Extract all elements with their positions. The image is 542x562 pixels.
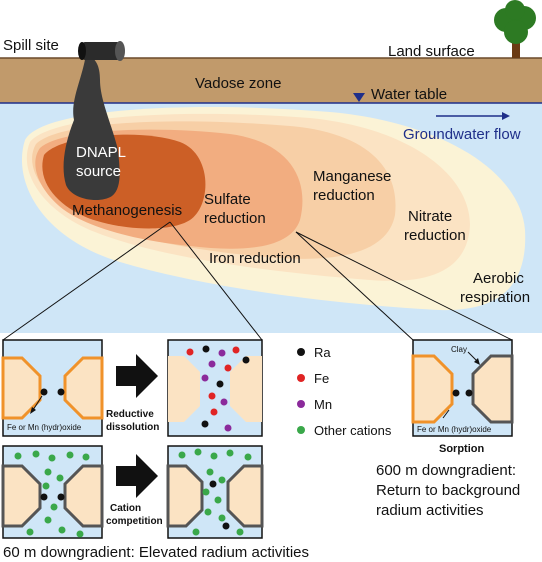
label-sulfate-line1: Sulfate — [204, 191, 251, 208]
panel-sorption — [411, 339, 514, 437]
label-reductive-line2: dissolution — [106, 422, 159, 433]
arrow-cation-icon — [116, 454, 158, 498]
water-table-marker-icon — [353, 93, 365, 102]
legend-swatch-other — [297, 426, 305, 434]
label-methanogenesis: Methanogenesis — [72, 202, 182, 219]
panel-bottom-right — [166, 445, 264, 539]
callout-lines — [2, 221, 513, 341]
caption-far-line1: 600 m downgradient: — [376, 462, 516, 479]
label-aerobic-line1: Aerobic — [473, 270, 524, 287]
label-manganese-line1: Manganese — [313, 168, 391, 185]
caption-far-line2: Return to background — [376, 482, 520, 499]
label-cation-line2: competition — [106, 516, 163, 527]
label-nitrate-line2: reduction — [404, 227, 466, 244]
panel-bottom-left — [1, 445, 104, 539]
legend-swatch-mn — [297, 400, 305, 408]
label-spill-site: Spill site — [3, 37, 59, 54]
arrow-reductive-icon — [116, 354, 158, 398]
label-nitrate-line1: Nitrate — [408, 208, 452, 225]
label-groundwater-flow: Groundwater flow — [403, 126, 521, 143]
tree-icon — [494, 0, 536, 58]
label-vadose-zone: Vadose zone — [195, 75, 281, 92]
flow-arrow-icon — [436, 112, 510, 120]
label-water-table: Water table — [371, 86, 447, 103]
label-oxide: Fe or Mn (hydr)oxide — [7, 423, 82, 432]
legend-label-ra: Ra — [314, 345, 331, 360]
label-sorption: Sorption — [439, 443, 484, 455]
label-sulfate-line2: reduction — [204, 210, 266, 227]
label-reductive-line1: Reductive — [106, 409, 154, 420]
label-land-surface: Land surface — [388, 43, 475, 60]
label-sorption-oxide: Fe or Mn (hydr)oxide — [417, 425, 492, 434]
legend: Ra Fe Mn Other cations — [297, 345, 392, 438]
label-aerobic-line2: respiration — [460, 289, 530, 306]
legend-label-other: Other cations — [314, 423, 392, 438]
legend-label-fe: Fe — [314, 371, 329, 386]
spill-pipe-icon — [78, 41, 125, 61]
label-dnapl-line1: DNAPL — [76, 144, 126, 161]
panel-top-left — [1, 339, 104, 437]
label-iron-reduction: Iron reduction — [209, 250, 301, 267]
legend-label-mn: Mn — [314, 397, 332, 412]
panel-top-right — [167, 339, 263, 437]
dnapl-source — [63, 54, 120, 201]
caption-far-line3: radium activities — [376, 502, 484, 519]
label-dnapl-line2: source — [76, 163, 121, 180]
legend-swatch-ra — [297, 348, 305, 356]
label-manganese-line2: reduction — [313, 187, 375, 204]
label-cation-line1: Cation — [110, 503, 141, 514]
label-clay: Clay — [451, 345, 467, 354]
caption-near: 60 m downgradient: Elevated radium activ… — [3, 544, 309, 561]
legend-swatch-fe — [297, 374, 305, 382]
